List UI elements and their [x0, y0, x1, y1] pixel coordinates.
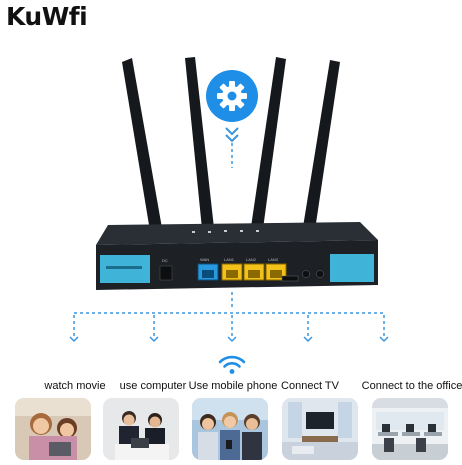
- use-label-connect-tv: Connect TV: [281, 380, 339, 392]
- port-label-lan3: LAN3: [268, 257, 279, 262]
- down-chevrons: [225, 127, 239, 143]
- gear-icon: [217, 81, 247, 111]
- port-label-lan1: LAN1: [224, 257, 235, 262]
- connection-lines: [73, 292, 385, 338]
- use-label-watch-movie: watch movie: [44, 380, 106, 392]
- antennas: [122, 57, 340, 231]
- brand-logo: KuWfi: [6, 2, 88, 31]
- dc-port: [159, 265, 173, 281]
- antenna-4: [303, 60, 340, 230]
- sim-slot: [281, 275, 299, 282]
- port-label-lan2: LAN2: [246, 257, 257, 262]
- use-label-use-computer: use computer: [119, 380, 187, 392]
- port-label-dc: DC: [162, 258, 168, 263]
- antenna-1: [122, 58, 162, 231]
- photo-watch-movie: [15, 398, 91, 460]
- photo-connect-tv: [282, 398, 358, 460]
- wps-button: [316, 270, 324, 278]
- down-chevrons-row: [69, 336, 389, 343]
- photo-office: [372, 398, 448, 460]
- use-label-office: Connect to the office: [361, 380, 462, 392]
- router-body: DC WAN LAN1 LAN2 LAN3: [96, 222, 378, 290]
- reset-button: [302, 270, 310, 278]
- use-label-mobile-phone: Use mobile phone: [188, 380, 278, 392]
- port-label-wan: WAN: [200, 257, 209, 262]
- antenna-3: [251, 57, 286, 229]
- right-panel: [330, 254, 374, 282]
- photo-mobile-phone: [192, 398, 268, 460]
- antenna-2: [185, 57, 214, 229]
- wifi-icon: [218, 355, 246, 374]
- photo-use-computer: [103, 398, 179, 460]
